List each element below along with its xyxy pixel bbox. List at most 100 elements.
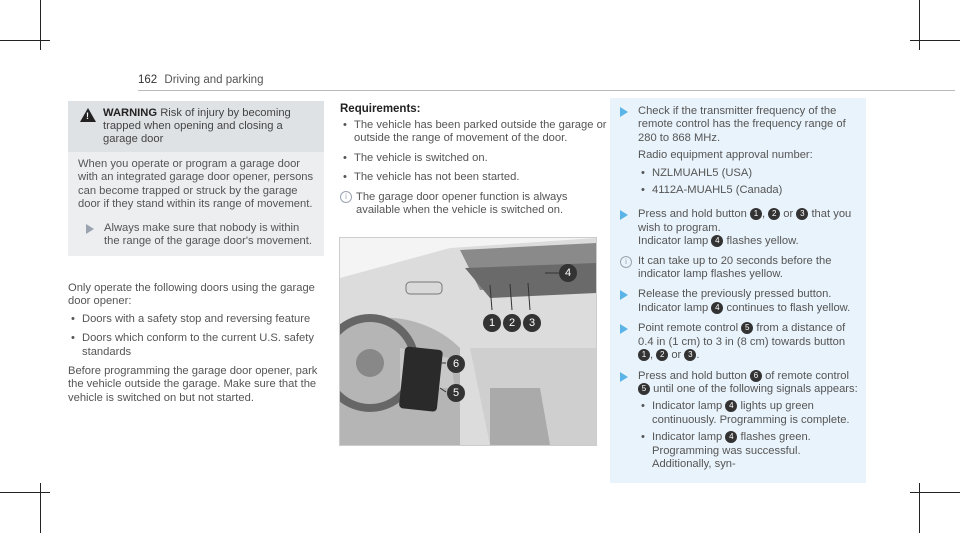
text: or	[671, 349, 682, 362]
callout-2: 2	[503, 314, 521, 332]
text: or	[783, 208, 794, 221]
badge-4: 4	[725, 400, 738, 413]
warning-label: WARNING	[103, 107, 158, 119]
info-note: i It can take up to 20 seconds before th…	[610, 249, 866, 282]
crop-mark	[40, 0, 41, 50]
badge-1: 1	[638, 349, 650, 362]
text: Indicator lamp	[638, 301, 709, 314]
callout-5: 5	[447, 384, 465, 402]
warning-box: WARNING Risk of injury by becoming trapp…	[68, 101, 324, 257]
vehicle-interior-figure: 1 2 3 4 5 6	[339, 237, 597, 446]
warning-title: Risk of injury by becoming trapped when …	[103, 107, 291, 145]
text: Indicator lamp	[652, 431, 723, 444]
outro-text: Before programming the garage door opene…	[68, 365, 318, 404]
approval-list: NZLMUAHL5 (USA) 4112A-MUAHL5 (Canada)	[638, 167, 858, 198]
list-item: Doors which conform to the current U.S. …	[68, 332, 326, 359]
signal-list: Indicator lamp 4 lights up green continu…	[638, 400, 858, 471]
step-arrow-icon	[620, 290, 628, 301]
callout-6: 6	[447, 355, 465, 373]
step-press-button: Press and hold button 1, 2 or 3 that you…	[610, 201, 866, 248]
text: Press and hold button	[638, 369, 747, 382]
door-list: Doors with a safety stop and reversing f…	[68, 313, 326, 359]
list-item: Indicator lamp 4 lights up green continu…	[638, 400, 858, 427]
list-item: Indicator lamp 4 flashes green. Programm…	[638, 431, 858, 471]
step-arrow-icon	[620, 210, 628, 221]
badge-2: 2	[768, 208, 781, 221]
step-check-frequency: Check if the transmitter frequency of th…	[610, 98, 866, 198]
step-text: Point remote control 5 from a distance o…	[638, 322, 846, 362]
warning-step-text: Always make sure that nobody is within t…	[104, 221, 312, 248]
crop-mark	[919, 483, 920, 533]
badge-3: 3	[684, 349, 697, 362]
text: flashes green. Programming was successfu…	[652, 431, 811, 470]
crop-mark	[0, 40, 50, 41]
list-item: The vehicle has been parked outside the …	[340, 119, 610, 146]
text: until one of the following signals appea…	[653, 382, 858, 395]
badge-3: 3	[796, 208, 809, 221]
header-rule	[138, 90, 955, 91]
info-icon: i	[620, 255, 632, 268]
requirements-list: The vehicle has been parked outside the …	[340, 119, 610, 185]
text: Point remote control	[638, 322, 739, 335]
text: Indicator lamp	[638, 235, 709, 248]
badge-4: 4	[711, 235, 724, 248]
column-1: Only operate the following doors using t…	[68, 282, 326, 405]
callout-3: 3	[523, 314, 541, 332]
list-item: NZLMUAHL5 (USA)	[638, 167, 858, 181]
crop-mark	[0, 492, 50, 493]
warning-icon	[80, 108, 96, 123]
text: Indicator lamp	[652, 400, 723, 413]
callout-1: 1	[483, 314, 501, 332]
text: of remote control	[765, 369, 850, 382]
callout-4: 4	[559, 264, 577, 282]
badge-4: 4	[725, 431, 738, 444]
badge-5: 5	[638, 382, 650, 395]
step-text: Press and hold button 1, 2 or 3 that you…	[638, 208, 852, 248]
list-item: 4112A-MUAHL5 (Canada)	[638, 184, 858, 198]
step-text: Press and hold button 6 of remote contro…	[638, 370, 858, 397]
step-press-remote: Press and hold button 6 of remote contro…	[610, 363, 866, 472]
text: continues to flash yellow.	[726, 301, 851, 314]
info-text: It can take up to 20 seconds before the …	[638, 254, 832, 281]
intro-text: Only operate the following doors using t…	[68, 282, 315, 308]
info-text: The garage door opener function is alway…	[356, 190, 568, 217]
list-item: The vehicle is switched on.	[340, 152, 610, 166]
step-arrow-icon	[620, 324, 628, 335]
step-text: Check if the transmitter frequency of th…	[638, 105, 846, 144]
warning-step: Always make sure that nobody is within t…	[78, 222, 314, 249]
crop-mark	[910, 40, 960, 41]
text: that you wish to program.	[638, 208, 852, 234]
step-text: Release the previously pressed button. I…	[638, 288, 858, 315]
crop-mark	[910, 492, 960, 493]
list-item: Doors with a safety stop and reversing f…	[68, 313, 326, 327]
step-arrow-icon	[620, 371, 628, 382]
approval-label: Radio equipment approval number:	[638, 149, 813, 162]
info-note: i The garage door opener function is alw…	[340, 190, 610, 218]
list-item: The vehicle has not been started.	[340, 171, 610, 185]
warning-text: When you operate or program a garage doo…	[78, 158, 314, 211]
info-icon: i	[340, 190, 352, 203]
text: Press and hold button	[638, 208, 747, 221]
requirements-heading: Requirements:	[340, 103, 421, 115]
badge-5: 5	[741, 322, 754, 335]
text: flashes yellow.	[726, 235, 799, 248]
step-release-button: Release the previously pressed button. I…	[610, 281, 866, 315]
warning-header: WARNING Risk of injury by becoming trapp…	[68, 101, 324, 152]
warning-body: When you operate or program a garage doo…	[68, 152, 324, 256]
column-3-steps: Check if the transmitter frequency of th…	[610, 98, 866, 483]
crop-mark	[919, 0, 920, 50]
column-2: Requirements: The vehicle has been parke…	[340, 103, 610, 217]
step-point-remote: Point remote control 5 from a distance o…	[610, 315, 866, 362]
text: lights up green continuously. Programmin…	[652, 400, 850, 426]
badge-6: 6	[749, 369, 762, 382]
step-arrow-icon	[620, 107, 628, 117]
text: Release the previously pressed button.	[638, 288, 832, 301]
step-arrow-icon	[86, 223, 94, 234]
text: from a distance of 0.4 in (1 cm) to 3 in…	[638, 322, 846, 348]
figure-drawing	[340, 238, 596, 445]
section-title: Driving and parking	[164, 74, 264, 86]
badge-1: 1	[749, 208, 762, 221]
page-number: 162	[138, 74, 158, 86]
badge-2: 2	[656, 349, 669, 362]
crop-mark	[40, 483, 41, 533]
